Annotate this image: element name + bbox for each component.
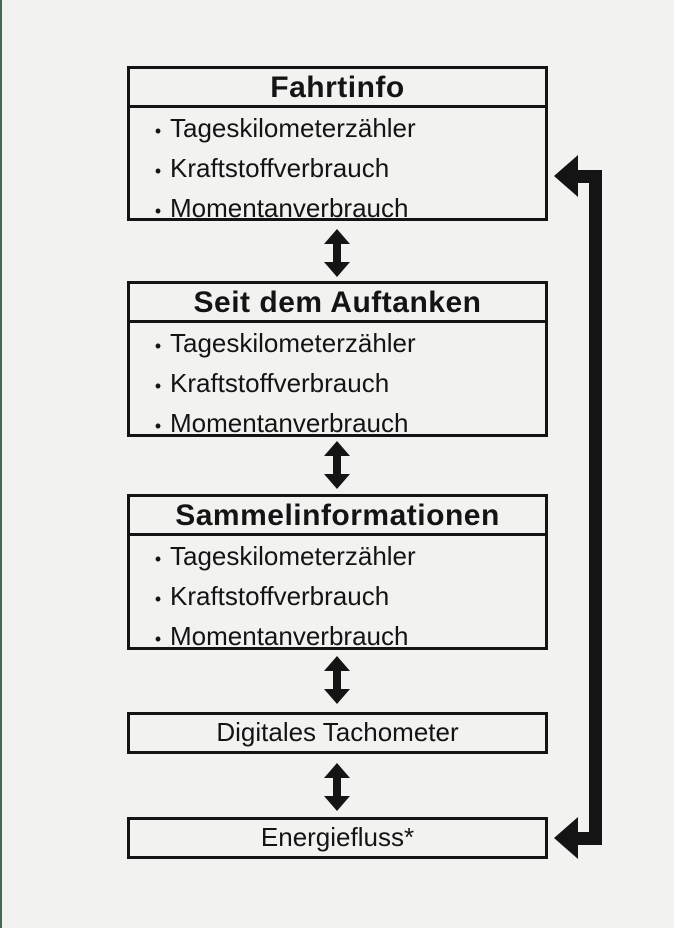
menu-item-label: Momentanverbrauch [170, 193, 409, 223]
left-edge-line [0, 0, 2, 928]
double-arrow-icon [324, 441, 350, 489]
menu-item-label: Kraftstoffverbrauch [170, 368, 390, 398]
bullet-icon: • [154, 416, 162, 436]
loop-back-arrow-icon [554, 155, 602, 859]
menu-item: • Tageskilometerzähler [146, 538, 545, 578]
menu-item-label: Momentanverbrauch [170, 408, 409, 438]
menu-box-energiefluss: Energiefluss* [127, 817, 548, 859]
bullet-icon: • [154, 549, 162, 569]
menu-item-list: • Tageskilometerzähler • Kraftstoffverbr… [130, 536, 545, 658]
menu-item: • Momentanverbrauch [146, 618, 545, 658]
bullet-icon: • [154, 629, 162, 649]
menu-box-digitales-tachometer: Digitales Tachometer [127, 712, 548, 754]
menu-item-label: Tageskilometerzähler [170, 113, 416, 143]
bullet-icon: • [154, 201, 162, 221]
menu-item: • Kraftstoffverbrauch [146, 365, 545, 405]
menu-item: • Kraftstoffverbrauch [146, 150, 545, 190]
menu-title-energiefluss: Energiefluss* [260, 822, 415, 852]
menu-box-fahrtinfo: Fahrtinfo • Tageskilometerzähler • Kraft… [127, 66, 548, 223]
menu-item: • Tageskilometerzähler [146, 110, 545, 150]
menu-box-sammelinformationen: Sammelinformationen • Tageskilometerzähl… [127, 494, 548, 651]
menu-title-digitales-tachometer: Digitales Tachometer [216, 717, 459, 747]
menu-item: • Momentanverbrauch [146, 405, 545, 445]
menu-item: • Kraftstoffverbrauch [146, 578, 545, 618]
double-arrow-icon [324, 656, 350, 704]
menu-item-label: Tageskilometerzähler [170, 328, 416, 358]
bullet-icon: • [154, 336, 162, 356]
bullet-icon: • [154, 121, 162, 141]
double-arrow-icon [324, 763, 350, 811]
menu-item-label: Kraftstoffverbrauch [170, 581, 390, 611]
bullet-icon: • [154, 376, 162, 396]
menu-title-seit-dem-auftanken: Seit dem Auftanken [130, 284, 545, 323]
menu-item-label: Kraftstoffverbrauch [170, 153, 390, 183]
bullet-icon: • [154, 161, 162, 181]
menu-item-label: Momentanverbrauch [170, 621, 409, 651]
bullet-icon: • [154, 589, 162, 609]
double-arrow-icon [324, 229, 350, 277]
menu-item-list: • Tageskilometerzähler • Kraftstoffverbr… [130, 323, 545, 445]
menu-item: • Tageskilometerzähler [146, 325, 545, 365]
menu-title-fahrtinfo: Fahrtinfo [130, 69, 545, 108]
menu-item: • Momentanverbrauch [146, 190, 545, 230]
menu-item-list: • Tageskilometerzähler • Kraftstoffverbr… [130, 108, 545, 230]
menu-box-seit-dem-auftanken: Seit dem Auftanken • Tageskilometerzähle… [127, 281, 548, 438]
menu-title-sammelinformationen: Sammelinformationen [130, 497, 545, 536]
menu-item-label: Tageskilometerzähler [170, 541, 416, 571]
